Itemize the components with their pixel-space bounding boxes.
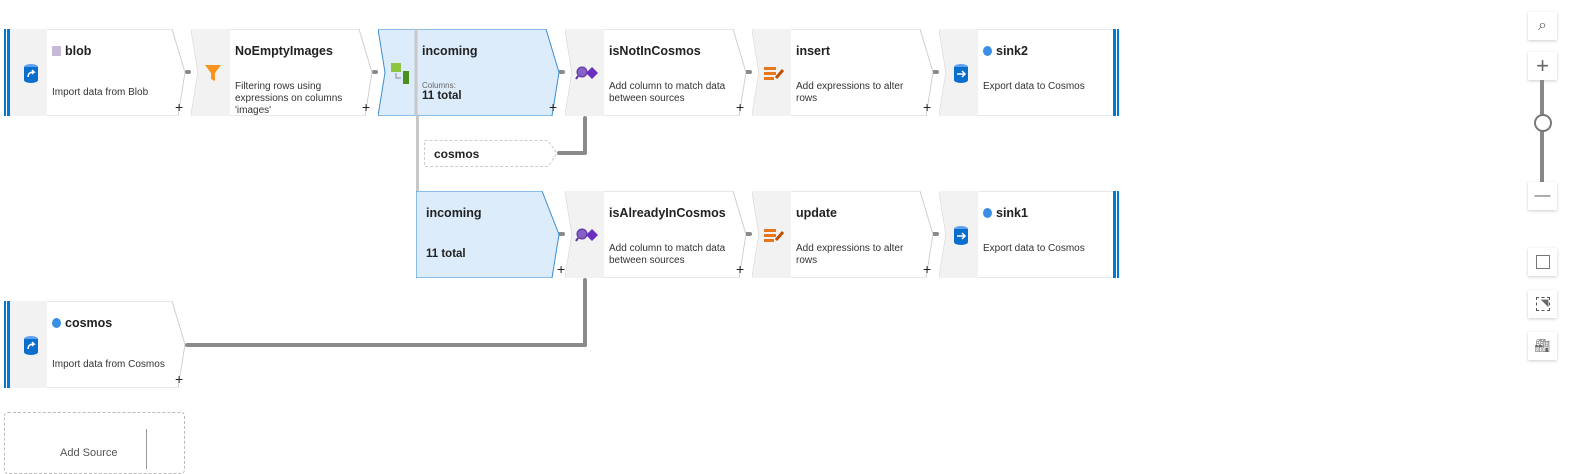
cosmos-icon [983, 46, 992, 56]
node-title: blob [52, 44, 91, 58]
search-icon: ⌕ [1538, 17, 1547, 34]
node-description: Import data from Blob [52, 87, 149, 98]
zoom-in-button[interactable]: + [1528, 52, 1557, 80]
node-description: Add column to match data between sources [609, 243, 726, 266]
add-transform-button[interactable]: + [549, 99, 558, 115]
node-description: Export data to Cosmos [983, 81, 1085, 92]
source-icon [14, 301, 47, 388]
node-title: update [796, 206, 837, 220]
node-description: Add expressions to alter rows [796, 81, 904, 104]
connector-line [745, 232, 752, 236]
node-title: isAlreadyInCosmos [609, 206, 726, 220]
exists-icon [569, 29, 604, 116]
node-title-text: blob [65, 44, 92, 58]
connector-line [185, 343, 587, 347]
connector-line [185, 70, 191, 74]
node-title-text: NoEmptyImages [235, 44, 333, 58]
auto-align-button[interactable]: 🏭︎ [1528, 332, 1557, 360]
node-title-text: isNotInCosmos [609, 44, 701, 58]
minus-icon: — [1534, 187, 1551, 204]
node-title: cosmos [52, 316, 112, 330]
add-transform-button[interactable]: + [557, 261, 566, 277]
connector-line [583, 278, 587, 347]
fit-icon [1535, 255, 1550, 269]
sink-icon [943, 191, 978, 278]
divider [146, 429, 147, 469]
alter-row-icon [756, 29, 791, 116]
node-title-text: cosmos [65, 316, 113, 330]
filter-icon [195, 29, 230, 116]
column-total: 11 total [422, 90, 462, 102]
add-source-label: Add Source [60, 447, 118, 459]
column-total: 11 total [426, 248, 466, 260]
connector-line [558, 232, 565, 236]
node-description: Import data from Cosmos [52, 359, 165, 370]
add-transform-button[interactable]: + [362, 99, 371, 115]
add-source-button[interactable]: Add Source [4, 412, 185, 474]
node-title: sink1 [983, 206, 1028, 220]
cosmos-reference-label: cosmos [434, 147, 480, 161]
connector-line [932, 70, 939, 74]
node-title-text: isAlreadyInCosmos [609, 206, 726, 220]
node-title-text: sink1 [996, 206, 1028, 220]
columns-label: Columns: [422, 81, 456, 90]
zoom-slider-handle[interactable] [1534, 114, 1552, 132]
node-title: incoming [426, 206, 482, 220]
connector-line [557, 151, 585, 155]
factory-icon: 🏭︎ [1534, 338, 1551, 353]
node-title: insert [796, 44, 830, 58]
add-transform-button[interactable]: + [736, 261, 745, 277]
conditional-split-icon [382, 29, 417, 116]
connector-line [558, 70, 565, 74]
node-title-text: sink2 [996, 44, 1028, 58]
node-title-text: insert [796, 44, 831, 58]
node-title-text: update [796, 206, 837, 220]
plus-icon: + [1536, 53, 1549, 78]
zoom-out-button[interactable]: — [1528, 182, 1557, 210]
node-description: Filtering rows using expressions on colu… [235, 81, 343, 116]
add-transform-button[interactable]: + [736, 99, 745, 115]
add-transform-button[interactable]: + [175, 371, 184, 387]
cosmos-icon [983, 208, 992, 218]
node-description: Add column to match data between sources [609, 81, 726, 104]
connector-line [372, 70, 378, 74]
node-description: Export data to Cosmos [983, 243, 1085, 254]
add-transform-button[interactable]: + [923, 99, 932, 115]
fit-to-view-button[interactable] [1528, 248, 1557, 276]
alter-row-icon [756, 191, 791, 278]
node-description: Add expressions to alter rows [796, 243, 904, 266]
sink-icon [943, 29, 978, 116]
node-title-text: incoming [422, 44, 478, 58]
cosmos-reference[interactable]: cosmos [424, 140, 558, 167]
select-cursor-icon: ◥ [1535, 297, 1550, 311]
node-title: sink2 [983, 44, 1028, 58]
select-button[interactable]: ◥ [1528, 290, 1557, 318]
connector-line [583, 116, 587, 155]
node-incoming2[interactable]: incoming 11 total + [416, 191, 597, 278]
node-title: incoming [422, 44, 478, 58]
add-transform-button[interactable]: + [923, 261, 932, 277]
cosmos-icon [52, 318, 61, 328]
blob-icon [52, 46, 61, 56]
connector-line [745, 70, 752, 74]
node-title: NoEmptyImages [235, 44, 333, 58]
connector-line [932, 232, 939, 236]
node-title-text: incoming [426, 206, 482, 220]
add-transform-button[interactable]: + [175, 99, 184, 115]
search-button[interactable]: ⌕ [1528, 12, 1557, 40]
source-icon [14, 29, 47, 116]
exists-icon [569, 191, 604, 278]
node-title: isNotInCosmos [609, 44, 701, 58]
